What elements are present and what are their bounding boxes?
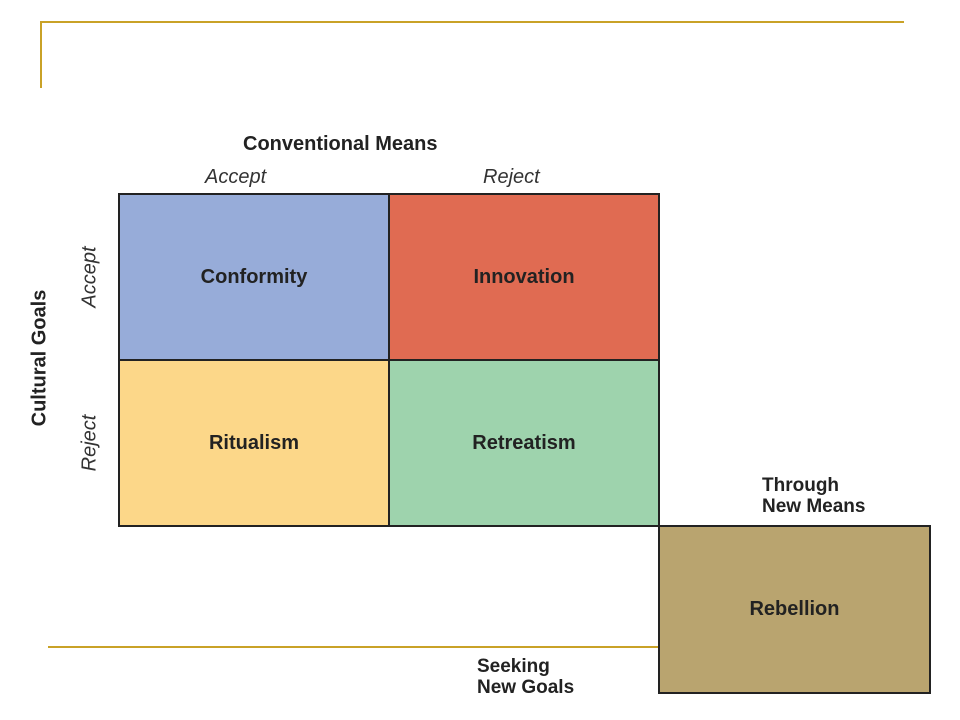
cell-innovation: Innovation xyxy=(388,193,660,361)
row-reject-label: Reject xyxy=(78,414,101,472)
through-new-means-label: Through New Means xyxy=(762,475,865,517)
cell-innovation-label: Innovation xyxy=(473,265,575,288)
seeking-new-goals-line-1: Seeking xyxy=(477,656,550,677)
seeking-new-goals-label: Seeking New Goals xyxy=(477,656,574,698)
slide-left-rule xyxy=(40,21,42,88)
cell-retreatism: Retreatism xyxy=(388,359,660,527)
cell-ritualism-label: Ritualism xyxy=(208,431,300,454)
row-accept-label: Accept xyxy=(78,246,101,308)
row-heading: Cultural Goals xyxy=(28,289,51,427)
cell-ritualism: Ritualism xyxy=(118,359,390,527)
cell-conformity-label: Conformity xyxy=(200,265,308,288)
column-reject-label: Reject xyxy=(483,166,540,188)
column-heading: Conventional Means xyxy=(243,133,438,155)
cell-rebellion-label: Rebellion xyxy=(749,598,840,620)
cell-conformity: Conformity xyxy=(118,193,390,361)
seeking-new-goals-line-2: New Goals xyxy=(477,677,575,698)
slide-top-rule xyxy=(40,21,904,23)
cell-retreatism-label: Retreatism xyxy=(472,431,576,454)
column-accept-label: Accept xyxy=(205,166,267,188)
cell-rebellion: Rebellion xyxy=(658,525,931,694)
through-new-means-line-2: New Means xyxy=(762,496,866,517)
through-new-means-line-1: Through xyxy=(762,475,840,496)
slide-bottom-rule xyxy=(48,646,660,648)
